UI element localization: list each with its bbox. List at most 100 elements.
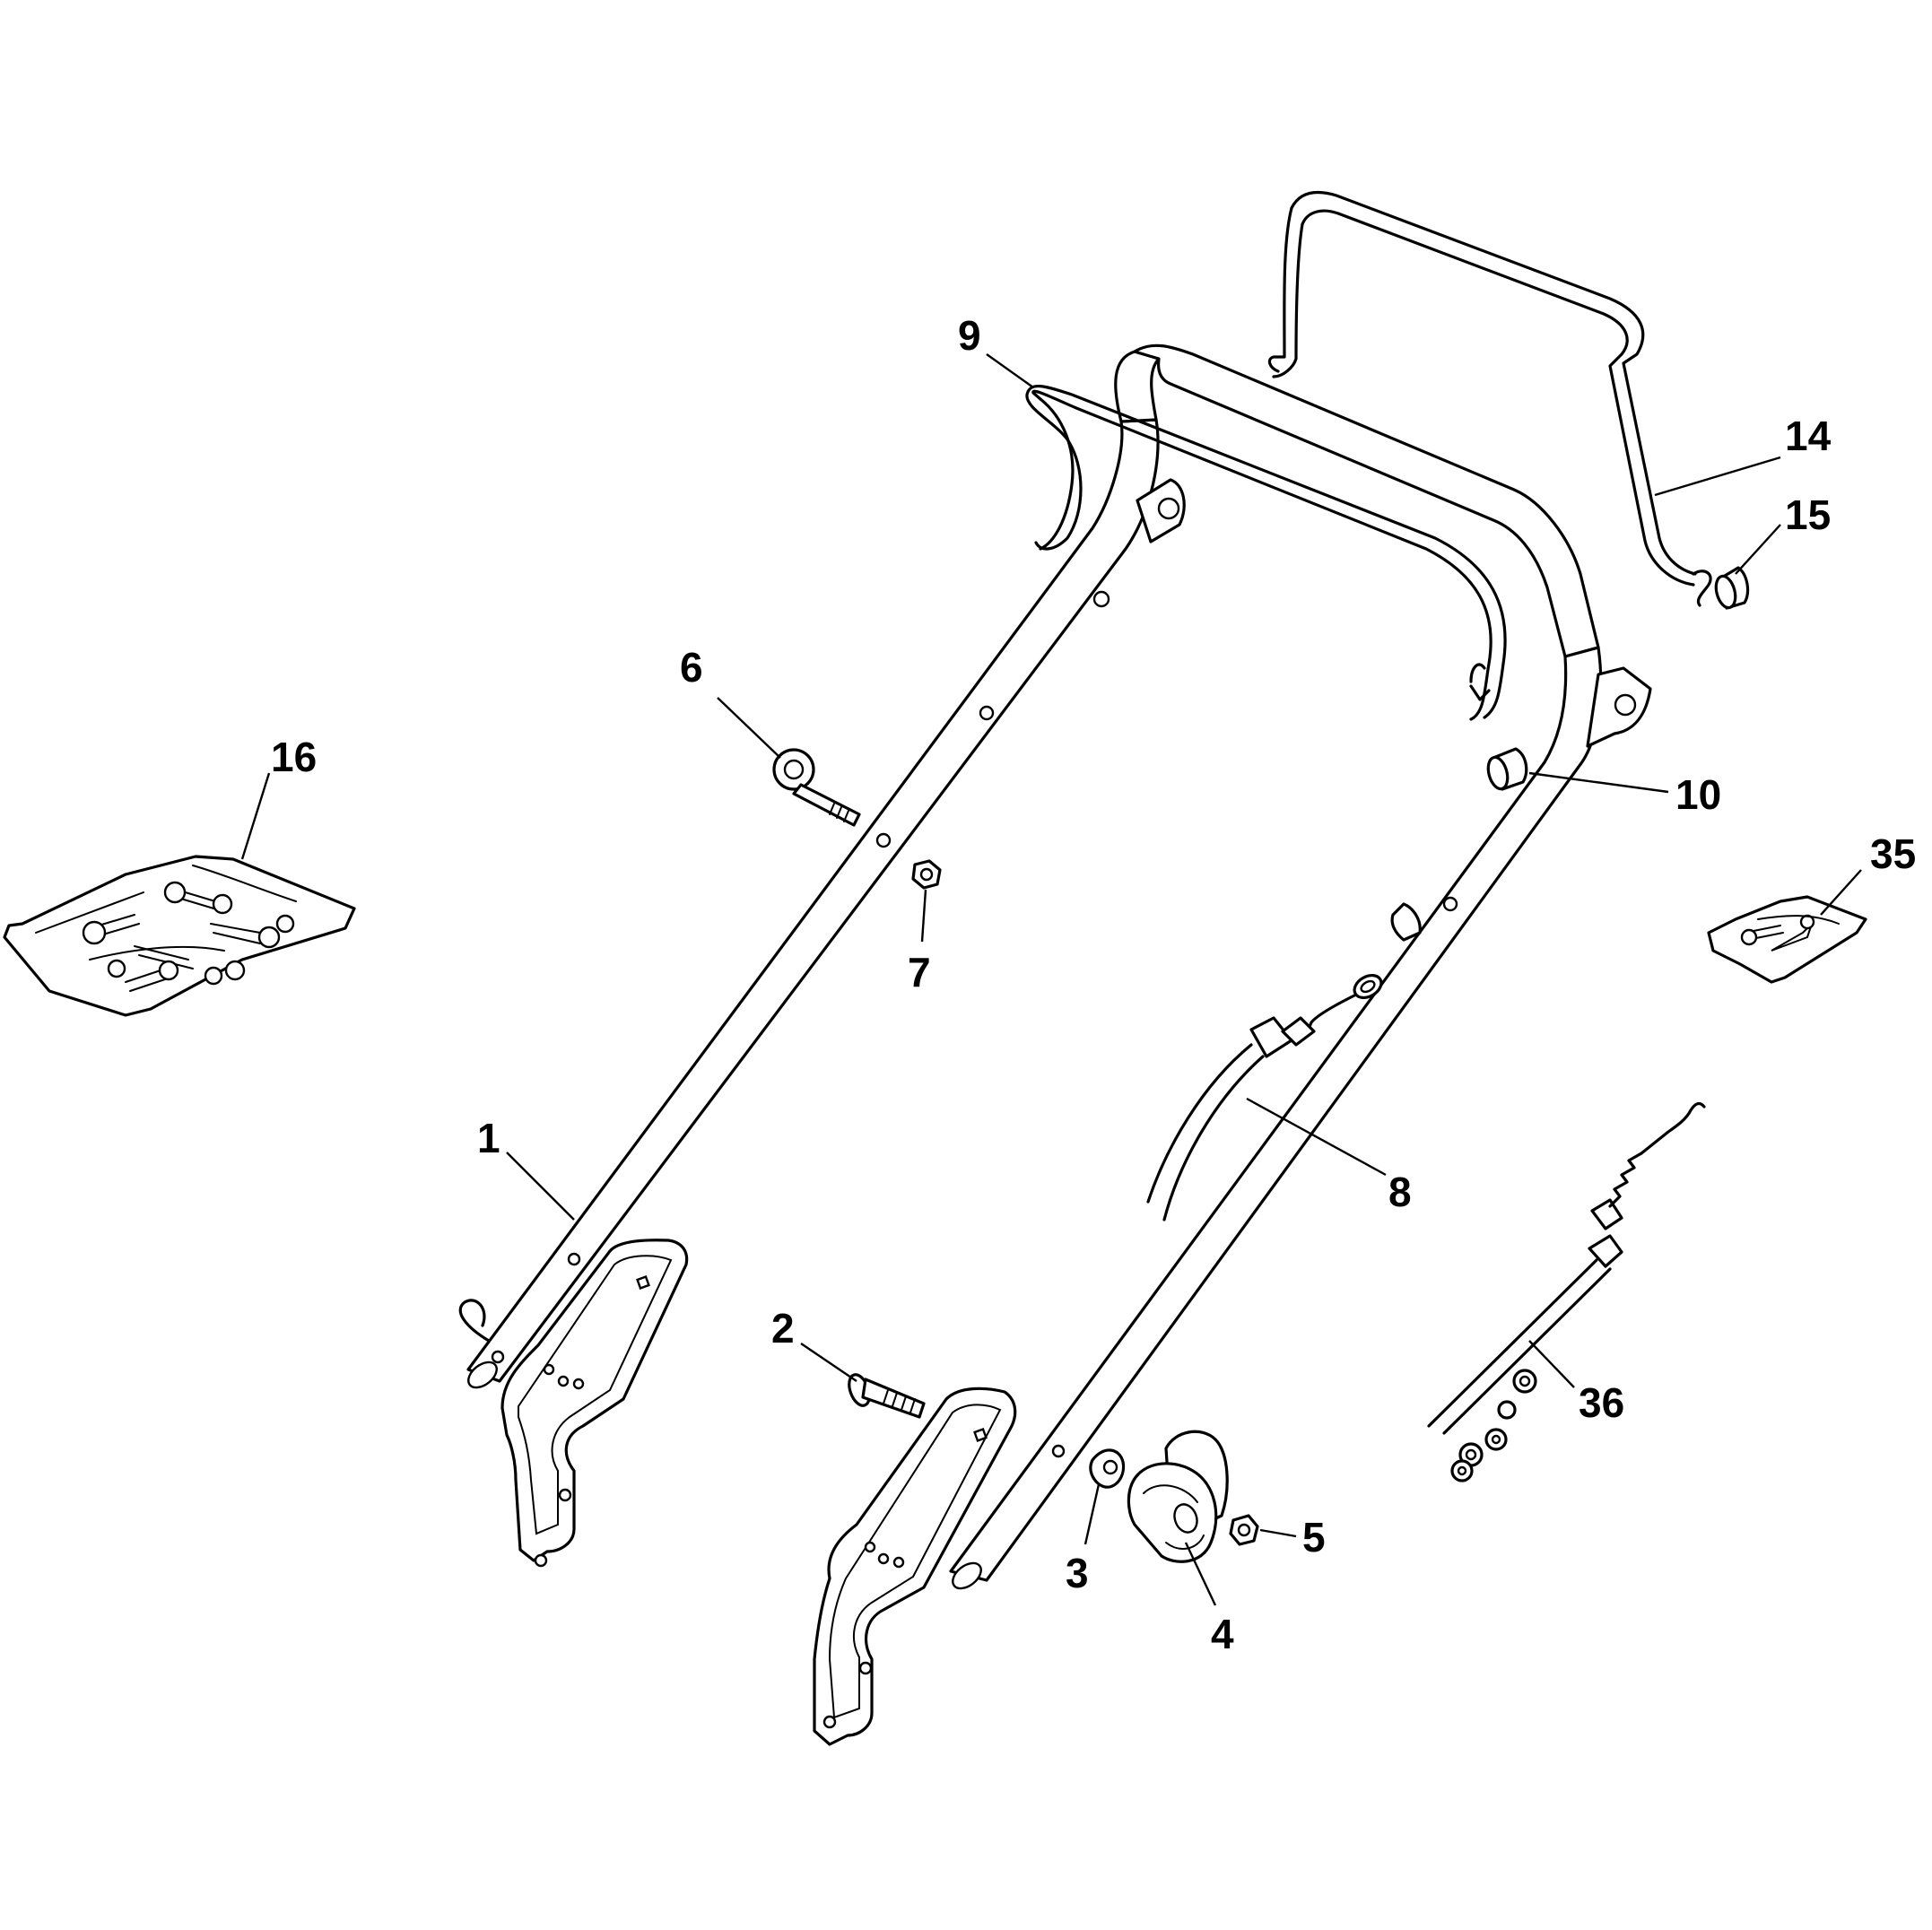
nut-sketch (158, 960, 179, 981)
bracket-hole (1157, 497, 1180, 520)
bushing-face (1714, 574, 1737, 610)
handle-knob (1127, 1430, 1229, 1563)
wrinkle (35, 891, 144, 934)
plate-hole (557, 1375, 570, 1387)
nut-sketch (224, 960, 246, 981)
callout-numbers: 1 2 3 4 5 6 7 8 9 10 14 15 16 35 36 (271, 312, 1916, 1657)
left-plate-inner (518, 1255, 673, 1535)
leader-10 (1528, 771, 1669, 794)
plate-slot (973, 1428, 988, 1442)
plate-hole (558, 1488, 572, 1502)
bail-left-hook (1039, 397, 1075, 551)
bail-inner-wire (1025, 384, 1507, 719)
knob-grip-line (1143, 1484, 1198, 1503)
drive-cable (1146, 973, 1383, 1221)
knob-nut-seat (1173, 1503, 1198, 1534)
drive-bail-bushing (1486, 747, 1528, 791)
plate-hole (864, 1541, 876, 1553)
callout-4: 4 (1211, 1611, 1234, 1657)
drive-control-bail (1025, 384, 1507, 721)
leader-4 (1184, 1542, 1217, 1606)
nut-5 (1229, 1514, 1259, 1546)
left-tube-hole (567, 1252, 581, 1266)
right-bracket-plate (813, 1387, 1017, 1746)
eyebolt-thread (829, 803, 849, 822)
wrinkle (1757, 915, 1840, 925)
handle-frame (458, 343, 1652, 1590)
bolt-sketch (210, 923, 261, 944)
plate-hole (534, 1553, 548, 1568)
left-bracket-plate (500, 1239, 689, 1568)
cable-sheath-1 (1146, 1043, 1253, 1204)
leader-1 (506, 1152, 575, 1221)
cable-end-fitting (1588, 1234, 1623, 1268)
cable-inner (1308, 994, 1356, 1029)
callout-3: 3 (1066, 1550, 1089, 1596)
plate-hole (543, 1363, 555, 1376)
cable-fitting (1281, 1016, 1316, 1047)
bag-outline (3, 855, 356, 1017)
bracket-hole (1614, 693, 1637, 717)
bail-right-hook (1469, 663, 1491, 701)
cup-washer (1089, 1448, 1126, 1489)
cable-nut (1590, 1198, 1623, 1230)
plate-slot (636, 1275, 650, 1290)
leader-8 (1246, 1097, 1387, 1177)
bail-outer-wire (1031, 389, 1493, 721)
brake-cable (1427, 1101, 1706, 1482)
left-tube-end (467, 1361, 498, 1389)
nut-7 (911, 859, 942, 890)
cable-eye-hole (1360, 979, 1376, 994)
right-tube-end (952, 1561, 982, 1590)
brake-bail-end-hook (1692, 569, 1712, 607)
nut-sketch (212, 893, 233, 915)
washer-hole (1491, 1434, 1501, 1445)
bolt-shank (861, 1378, 926, 1419)
nut-sketch (257, 926, 281, 949)
bushing-face (1486, 755, 1510, 791)
callout-14: 14 (1785, 413, 1832, 459)
cable-inner (1640, 1101, 1706, 1155)
right-tube-hole (1051, 1444, 1066, 1458)
cable-ferrule (1249, 1016, 1293, 1058)
nut-sketch (204, 966, 223, 986)
callout-36: 36 (1579, 1379, 1624, 1426)
washer-hole (1102, 1459, 1118, 1475)
left-tube-hole (979, 705, 995, 721)
eyebolt (772, 748, 861, 827)
wrinkle (89, 945, 225, 961)
small-hardware-bag (1707, 895, 1867, 984)
washer-hole (1457, 1465, 1467, 1476)
right-plate-inner (828, 1404, 1002, 1719)
cable-sheath-1 (1427, 1258, 1598, 1428)
leader-35 (1820, 869, 1862, 916)
leader-14 (1654, 456, 1781, 497)
callout-10: 10 (1675, 771, 1721, 818)
brake-bail-bushing (1714, 566, 1750, 610)
callout-35: 35 (1870, 830, 1916, 877)
plate-hole (858, 1661, 873, 1675)
handle-left-top (1114, 350, 1161, 423)
callout-5: 5 (1302, 1514, 1326, 1561)
leader-5 (1259, 1528, 1297, 1538)
nut-sketch (1740, 928, 1758, 946)
eyebolt-shank (792, 783, 861, 827)
callout-1: 1 (477, 1115, 500, 1161)
bolt-thread (883, 1389, 916, 1413)
bag-outline (1707, 895, 1867, 984)
callout-2: 2 (771, 1305, 795, 1352)
nut-sketch (275, 914, 295, 934)
nut-sketch (82, 920, 107, 945)
left-tube-hook (458, 1299, 491, 1343)
cable-spring (1608, 1152, 1643, 1208)
right-tube-eyelet (1390, 902, 1422, 942)
brake-bail-outer (1267, 190, 1697, 576)
washer-hole (1465, 1448, 1477, 1461)
leader-lines (240, 353, 1862, 1606)
cable-sheath-2 (1162, 1055, 1265, 1221)
star-washer (1497, 1400, 1517, 1420)
leader-3 (1083, 1483, 1101, 1545)
left-tube-hole (491, 1350, 505, 1364)
brake-bail-inner (1272, 209, 1695, 587)
callout-7: 7 (908, 949, 931, 995)
